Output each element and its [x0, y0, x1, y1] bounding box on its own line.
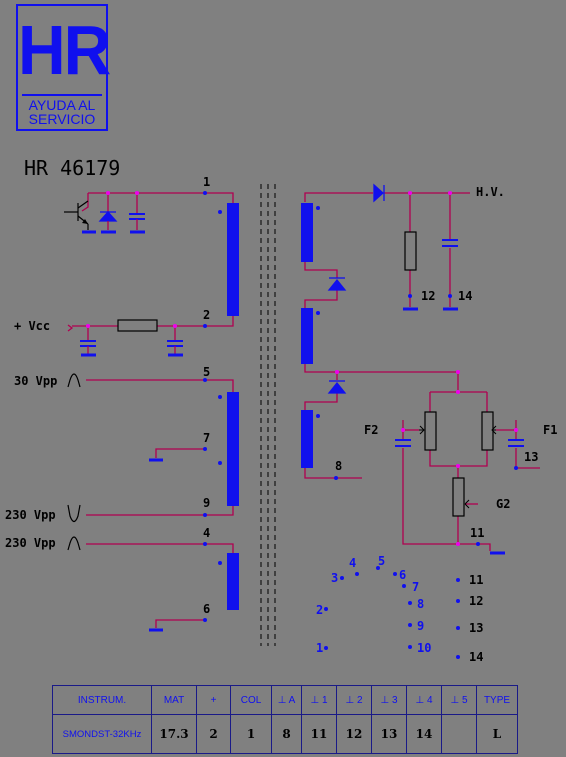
- pin-map-label: 2: [316, 603, 323, 617]
- pin-left: 9: [203, 496, 210, 510]
- pin-map-label: 8: [417, 597, 424, 611]
- secondary-winding-b: [227, 553, 239, 610]
- pin-map-dots: [324, 566, 460, 659]
- damper-diode-icon: [98, 211, 118, 222]
- wires: [67, 192, 540, 628]
- pin-right: 12: [421, 289, 435, 303]
- pin-map-right-labels: 11 12 13 14: [469, 573, 483, 664]
- pin-map-labels: 1 2 3 4 5 6 7 8 9 10: [316, 554, 431, 655]
- spec-value-cell: 13: [371, 714, 407, 754]
- spec-value-row: SMONDST-32KHz 17.3 2 1 8 11 12 13 14 L: [52, 714, 518, 754]
- pin-map-label: 14: [469, 650, 483, 664]
- spec-value-cell: 1: [230, 714, 272, 754]
- logo-divider: [22, 94, 102, 96]
- pin-dots: [203, 191, 518, 622]
- pin-map-label: 6: [399, 568, 406, 582]
- logo-line-1: AYUDA AL: [28, 97, 96, 113]
- logo-subtitle: AYUDA AL SERVICIO: [18, 98, 106, 126]
- pin-map-label: 1: [316, 641, 323, 655]
- resistors: [117, 231, 494, 517]
- spec-header-cell: +: [196, 685, 231, 715]
- pin-left: 1: [203, 175, 210, 189]
- spec-value-cell: [441, 714, 477, 754]
- transformer-core: [260, 184, 276, 646]
- spec-header-cell: ⊥ 5: [441, 685, 477, 715]
- spec-value-cell: 17.3: [151, 714, 197, 754]
- input-230vpp-b-label: 230 Vpp: [5, 536, 56, 550]
- pin-right: 14: [458, 289, 472, 303]
- pin-right: 13: [524, 450, 538, 464]
- input-230vpp-a-label: 230 Vpp: [5, 508, 56, 522]
- pin-map-label: 12: [469, 594, 483, 608]
- spec-value-cell: 12: [336, 714, 372, 754]
- transistor-icon: [64, 200, 89, 230]
- pin-map-label: 13: [469, 621, 483, 635]
- pin-left: 2: [203, 308, 210, 322]
- spec-value-cell: L: [476, 714, 518, 754]
- spec-header-cell: COL: [230, 685, 272, 715]
- hv-winding-1: [301, 203, 313, 262]
- potentiometer-arrows: [419, 425, 497, 509]
- pin-left: 5: [203, 365, 210, 379]
- spec-table: INSTRUM. MAT + COL ⊥ A ⊥ 1 ⊥ 2 ⊥ 3 ⊥ 4 ⊥…: [52, 685, 518, 754]
- hv-winding-3: [301, 410, 313, 468]
- pin-right: 11: [470, 526, 484, 540]
- spec-header-cell: ⊥ 2: [336, 685, 372, 715]
- pin-map-label: 5: [378, 554, 385, 568]
- g2-label: G2: [496, 497, 510, 511]
- logo-line-2: SERVICIO: [28, 111, 96, 127]
- input-30vpp-label: 30 Vpp: [14, 374, 57, 388]
- spec-value-cell: 11: [301, 714, 337, 754]
- spec-header-cell: ⊥ A: [271, 685, 302, 715]
- diodes: [98, 183, 385, 394]
- f1-label: F1: [543, 423, 557, 437]
- spec-header-row: INSTRUM. MAT + COL ⊥ A ⊥ 1 ⊥ 2 ⊥ 3 ⊥ 4 ⊥…: [52, 685, 518, 715]
- pin-map-label: 10: [417, 641, 431, 655]
- f2-label: F2: [364, 423, 378, 437]
- spec-header-cell: ⊥ 3: [371, 685, 407, 715]
- spec-header-cell: ⊥ 1: [301, 685, 337, 715]
- hv-diode-icon: [373, 183, 384, 203]
- ground-icons: [81, 230, 505, 632]
- pin-map-label: 4: [349, 556, 356, 570]
- waveform-icons: [67, 373, 81, 551]
- pin-map-label: 11: [469, 573, 483, 587]
- diode-3-icon: [327, 381, 347, 394]
- schematic-labels: + Vcc 30 Vpp 230 Vpp 230 Vpp H.V. F1 F2 …: [5, 175, 557, 616]
- hv-label: H.V.: [476, 185, 505, 199]
- pin-map-label: 9: [417, 619, 424, 633]
- part-number-title: HR 46179: [24, 156, 121, 180]
- hr-logo: HR AYUDA AL SERVICIO: [16, 4, 111, 131]
- pin-left: 6: [203, 602, 210, 616]
- spec-value-cell: 14: [406, 714, 442, 754]
- vcc-label: + Vcc: [14, 319, 50, 333]
- hv-winding-2: [301, 308, 313, 364]
- windings: [227, 203, 313, 610]
- pin-left: 4: [203, 526, 210, 540]
- spec-value-cell: SMONDST-32KHz: [52, 714, 152, 754]
- spec-value-cell: 2: [196, 714, 231, 754]
- spec-value-cell: 8: [271, 714, 302, 754]
- diode-2-icon: [327, 278, 347, 291]
- pin-left: 7: [203, 431, 210, 445]
- logo-hr-letters: HR: [18, 11, 111, 89]
- secondary-winding-a: [227, 392, 239, 506]
- pin-map-label: 7: [412, 580, 419, 594]
- spec-header-cell: INSTRUM.: [52, 685, 152, 715]
- spec-header-cell: ⊥ 4: [406, 685, 442, 715]
- primary-winding: [227, 203, 239, 316]
- spec-header-cell: MAT: [151, 685, 197, 715]
- junction-dots: [86, 191, 518, 546]
- pin-map-label: 3: [331, 571, 338, 585]
- pin-right: 8: [335, 459, 342, 473]
- spec-header-cell: TYPE: [476, 685, 518, 715]
